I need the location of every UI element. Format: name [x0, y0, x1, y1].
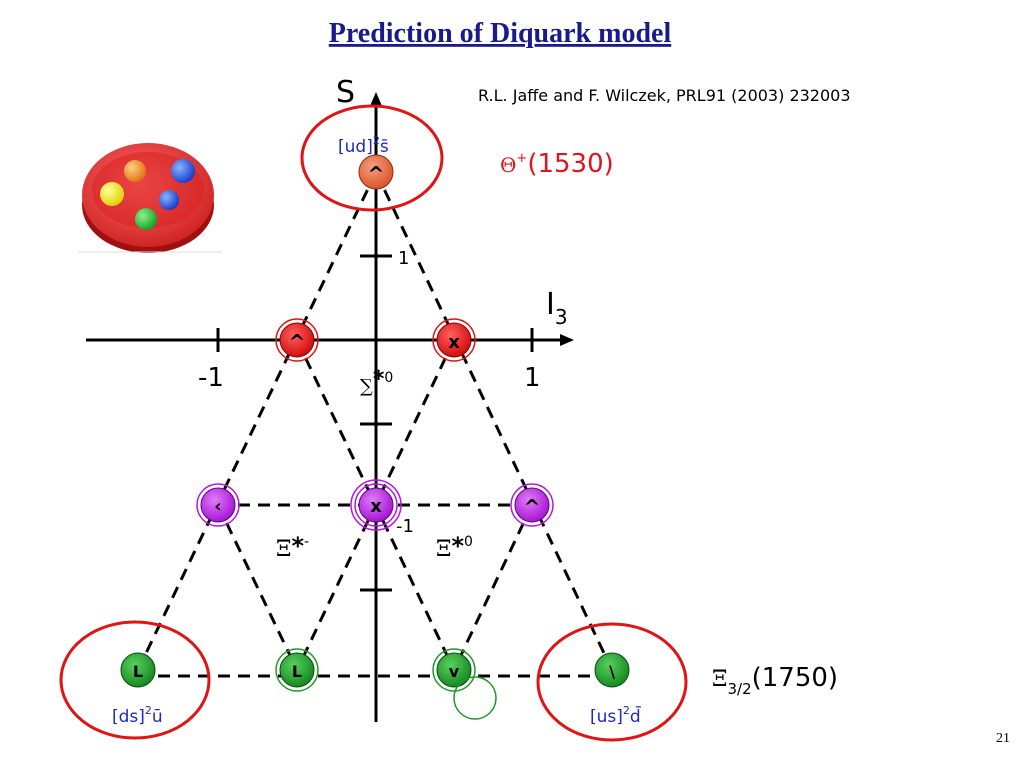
svg-text:x: x	[448, 332, 460, 353]
svg-text:L: L	[133, 662, 143, 681]
state-xi-2: L	[275, 648, 319, 692]
state-theta-plus: ^	[358, 154, 394, 190]
state-xi-3: v	[432, 648, 497, 720]
i3-tick-minus1: -1	[198, 363, 224, 393]
s-tick-plus1: 1	[398, 248, 409, 269]
svg-text:v: v	[449, 662, 460, 681]
svg-text:\: \	[609, 662, 615, 681]
svg-text:x: x	[370, 496, 382, 517]
xi-3-offset-ring	[453, 676, 497, 720]
svg-text:^: ^	[289, 330, 306, 354]
right-quark-content: [us]2d̄	[590, 704, 642, 727]
highlight-rings	[59, 104, 688, 742]
slide-title: Prediction of Diquark model	[329, 18, 672, 49]
xi-star-minus-label: Ξ*-	[276, 532, 309, 562]
theta-highlight-ring	[300, 104, 444, 212]
xi-left-highlight-ring	[59, 620, 211, 740]
i3-tick-plus1: 1	[524, 363, 541, 393]
xi-right-highlight-ring	[536, 622, 688, 742]
svg-text:^: ^	[524, 495, 541, 519]
i3-axis-label: I3	[546, 287, 568, 329]
svg-text:^: ^	[368, 162, 385, 186]
state-sigma-right: ^	[510, 483, 554, 527]
xi-star-zero-label: Ξ*0	[436, 532, 473, 562]
left-quark-content: [ds]2ū	[112, 704, 163, 727]
s-tick-minus1: -1	[396, 516, 414, 537]
state-sigma-left: ‹	[196, 483, 240, 527]
theta-plus-label: Θ+(1530)	[500, 149, 614, 179]
page-number: 21	[996, 731, 1010, 746]
reference-citation: R.L. Jaffe and F. Wilczek, PRL91 (2003) …	[478, 86, 851, 105]
dashed-lattice	[136, 171, 614, 678]
sigma-star-zero-label: ∑*0	[360, 367, 393, 397]
state-nucleon-right: x	[432, 318, 476, 362]
xi-three-halves-label: Ξ3/2(1750)	[712, 663, 838, 698]
state-nucleon-left: ^	[275, 318, 319, 362]
svg-text:L: L	[292, 662, 302, 681]
state-xi-1: L	[120, 652, 156, 688]
s-axis-label: S	[336, 75, 355, 110]
svg-text:‹: ‹	[214, 496, 221, 517]
state-sigma-center: x	[350, 479, 402, 531]
pentaquark-bag-image	[78, 143, 222, 253]
axes	[86, 92, 574, 722]
top-quark-content: [ud]2s̄	[338, 134, 389, 157]
state-xi-4: \	[594, 652, 630, 688]
